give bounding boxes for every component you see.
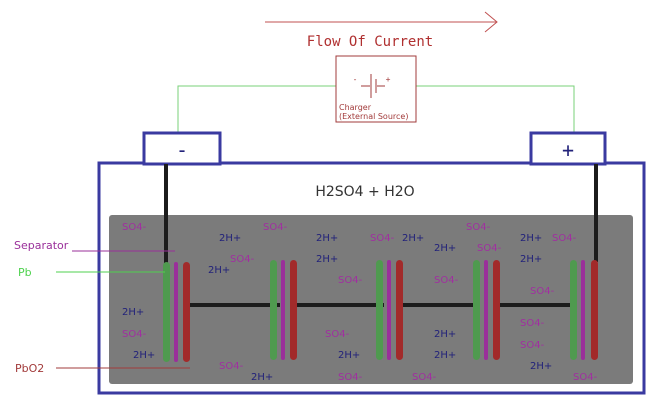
positive-terminal-sign: +	[562, 138, 574, 162]
sulfate-ion: SO4-	[412, 372, 437, 383]
sulfate-ion: SO4-	[263, 222, 288, 233]
charger-sublabel: (External Source)	[339, 112, 408, 121]
hydrogen-ion: 2H+	[219, 233, 241, 244]
separator-plate	[387, 260, 391, 360]
pb-plate	[473, 260, 480, 360]
flow-of-current-indicator: Flow Of Current	[265, 11, 498, 50]
pbo2-plate	[396, 260, 403, 360]
sulfate-ion: SO4-	[434, 275, 459, 286]
sulfate-ion: SO4-	[338, 372, 363, 383]
cell-plates-2	[270, 260, 297, 360]
charger-minus-sign: -	[353, 75, 358, 84]
negative-terminal: -	[142, 131, 222, 166]
sulfate-ion: SO4-	[219, 361, 244, 372]
pb-plate	[376, 260, 383, 360]
charger-plus-sign: +	[386, 75, 391, 84]
sulfate-ion: SO4-	[466, 222, 491, 233]
sulfate-ions: SO4- SO4- SO4- SO4- SO4- SO4- SO4- SO4- …	[122, 222, 598, 383]
pbo2-plate	[183, 262, 190, 362]
sulfate-ion: SO4-	[230, 254, 255, 265]
hydrogen-ion: 2H+	[316, 254, 338, 265]
hydrogen-ions: 2H+ 2H+ 2H+ 2H+ 2H+ 2H+ 2H+ 2H+ 2H+ 2H+ …	[122, 233, 552, 383]
pb-plate	[163, 262, 170, 362]
hydrogen-ion: 2H+	[434, 329, 456, 340]
sulfate-ion: SO4-	[338, 275, 363, 286]
sulfate-ion: SO4-	[325, 329, 350, 340]
flow-of-current-label: Flow Of Current	[307, 34, 433, 50]
hydrogen-ion: 2H+	[122, 307, 144, 318]
sulfate-ion: SO4-	[477, 243, 502, 254]
negative-terminal-box	[142, 131, 222, 166]
flow-arrow-head	[484, 11, 498, 33]
cell-plates-1	[163, 262, 190, 362]
hydrogen-ion: 2H+	[520, 233, 542, 244]
separator-label: Separator	[14, 239, 69, 252]
hydrogen-ion: 2H+	[316, 233, 338, 244]
positive-terminal-box	[529, 131, 607, 166]
negative-terminal-sign: -	[176, 138, 188, 162]
positive-terminal: +	[529, 131, 607, 166]
separator-plate	[581, 260, 585, 360]
separator-plate	[174, 262, 178, 362]
separator-plate	[484, 260, 488, 360]
charger-wire-negative	[177, 85, 336, 133]
sulfate-ion: SO4-	[370, 233, 395, 244]
electrolyte-label: H2SO4 + H2O	[315, 184, 414, 200]
hydrogen-ion: 2H+	[530, 361, 552, 372]
pbo2-plate	[591, 260, 598, 360]
charger-label: Charger	[339, 103, 372, 112]
charger-wire-positive	[416, 85, 575, 133]
hydrogen-ion: 2H+	[434, 243, 456, 254]
pb-label: Pb	[18, 266, 32, 279]
charger-external-source: - + Charger (External Source)	[335, 55, 417, 123]
hydrogen-ion: 2H+	[338, 350, 360, 361]
separator-plate	[281, 260, 285, 360]
sulfate-ion: SO4-	[520, 340, 545, 351]
hydrogen-ion: 2H+	[520, 254, 542, 265]
pbo2-plate	[493, 260, 500, 360]
sulfate-ion: SO4-	[520, 318, 545, 329]
sulfate-ion: SO4-	[122, 329, 147, 340]
hydrogen-ion: 2H+	[208, 265, 230, 276]
hydrogen-ion: 2H+	[251, 372, 273, 383]
sulfate-ion: SO4-	[573, 372, 598, 383]
pb-plate	[270, 260, 277, 360]
hydrogen-ion: 2H+	[434, 350, 456, 361]
hydrogen-ion: 2H+	[133, 350, 155, 361]
pb-plate	[570, 260, 577, 360]
sulfate-ion: SO4-	[530, 286, 555, 297]
sulfate-ion: SO4-	[552, 233, 577, 244]
cell-plates-3	[376, 260, 403, 360]
sulfate-ion: SO4-	[122, 222, 147, 233]
pbo2-label: PbO2	[15, 362, 44, 375]
pbo2-plate	[290, 260, 297, 360]
electrolyte-liquid	[109, 215, 633, 384]
cell-plates-4	[473, 260, 500, 360]
cell-plates-5	[570, 260, 598, 360]
hydrogen-ion: 2H+	[402, 233, 424, 244]
